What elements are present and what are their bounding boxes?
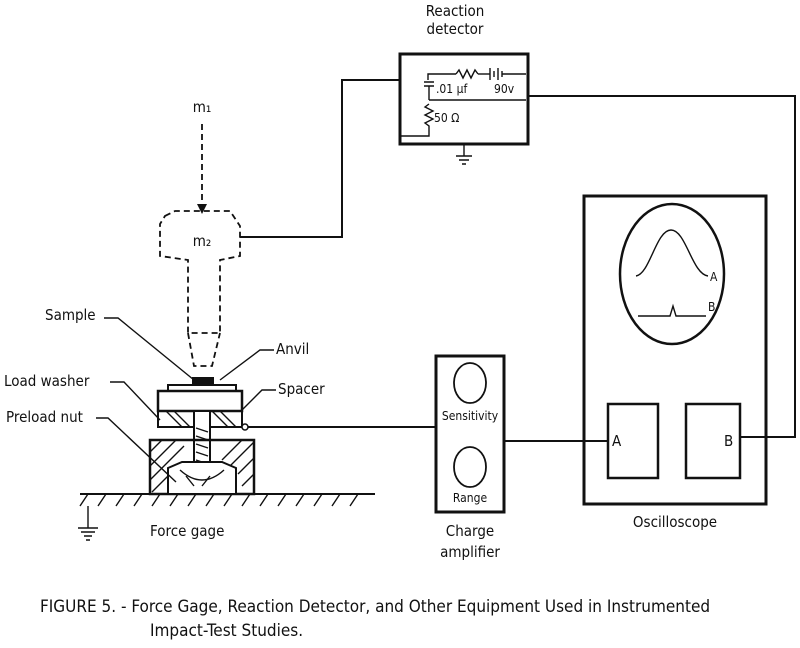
detector-ground-icon — [456, 144, 472, 165]
oscilloscope-label: Oscilloscope — [633, 513, 717, 531]
drop-arrow-icon — [197, 204, 207, 214]
resistor-label: 50 Ω — [434, 111, 459, 125]
channel-b-label: B — [724, 432, 733, 450]
oscilloscope-screen — [618, 202, 726, 346]
sample-block — [192, 377, 214, 385]
channel-b-box — [684, 402, 742, 480]
reaction-detector-box — [398, 52, 530, 146]
load-washer-label: Load washer — [4, 372, 90, 390]
preload-nut-label: Preload nut — [6, 408, 83, 426]
preload-nut — [167, 461, 237, 495]
preload-nut-leader — [96, 417, 177, 483]
base-hatching — [79, 493, 359, 507]
oscilloscope-frame — [582, 194, 768, 506]
spacer-label: Spacer — [278, 380, 325, 398]
anvil-leader — [219, 349, 274, 381]
range-label: Range — [453, 491, 488, 505]
wire-detector-to-m2 — [240, 79, 400, 238]
sample-leader — [104, 317, 195, 381]
resistor-symbol — [455, 68, 479, 80]
force-gage-label: Force gage — [150, 522, 224, 540]
drop-mass: m₁ m₂ — [159, 98, 241, 367]
reaction-detector-title-line2: detector — [427, 20, 484, 38]
figure-caption-line2: Impact-Test Studies. — [150, 621, 303, 641]
anvil-label: Anvil — [276, 340, 309, 358]
m1-label: m₁ — [193, 98, 212, 116]
sensitivity-label: Sensitivity — [442, 409, 499, 423]
reaction-detector: Reaction detector .01 µf 90v 50 Ω — [398, 2, 530, 165]
striker-tip — [187, 332, 221, 367]
sample-label: Sample — [45, 306, 96, 324]
capacitor-symbol — [424, 81, 434, 100]
battery-symbol — [489, 68, 503, 80]
trace-a-label: A — [710, 270, 718, 284]
gage-ground-icon — [78, 506, 98, 541]
reaction-detector-title-line1: Reaction — [426, 2, 485, 20]
charge-amplifier-title-line2: amplifier — [440, 543, 500, 561]
load-washer — [156, 389, 244, 413]
m2-outline — [159, 210, 241, 334]
spacer-leader — [241, 389, 276, 411]
charge-amplifier: Sensitivity Range Charge amplifier — [434, 354, 506, 561]
channel-a-box — [606, 402, 660, 480]
charge-amplifier-box — [434, 354, 506, 514]
capacitor-label: .01 µf — [436, 82, 468, 96]
sensitivity-knob — [453, 362, 487, 404]
range-knob — [453, 446, 487, 488]
oscilloscope: A B A B Oscilloscope — [582, 194, 768, 531]
figure-caption-line1: FIGURE 5. - Force Gage, Reaction Detecto… — [40, 597, 710, 617]
force-gage-assembly — [78, 377, 375, 541]
wire-detector-to-scope-b — [528, 95, 796, 438]
battery-label: 90v — [494, 82, 515, 96]
charge-amplifier-title-line1: Charge — [446, 522, 494, 540]
trace-b-waveform — [638, 303, 706, 317]
channel-a-label: A — [612, 432, 622, 450]
trace-a-waveform — [635, 229, 709, 277]
detector-resistor — [423, 103, 435, 132]
load-washer-leader — [110, 381, 161, 421]
m2-label: m₂ — [193, 232, 212, 250]
trace-b-label: B — [708, 300, 715, 314]
